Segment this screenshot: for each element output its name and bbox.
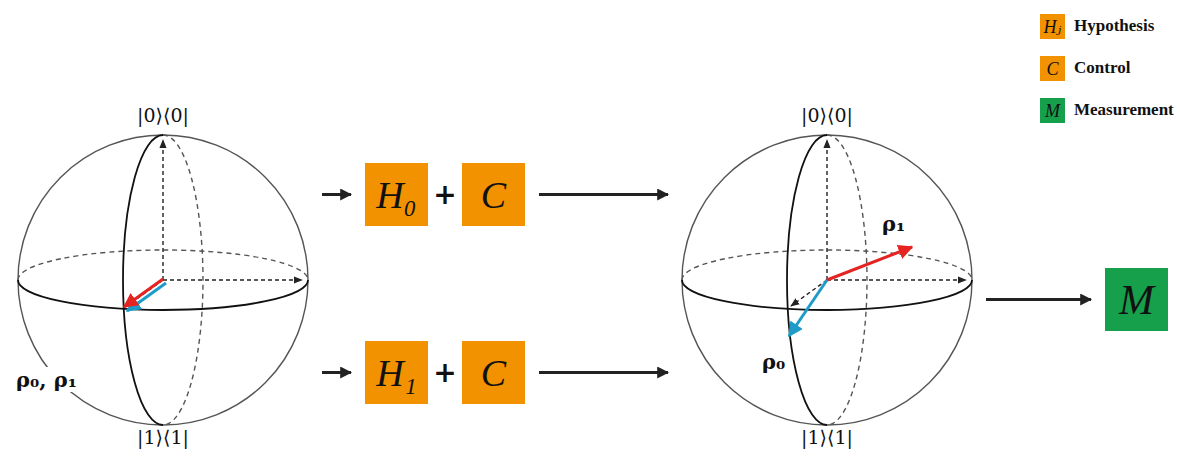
box-letter: C — [481, 176, 506, 214]
legend-row: Hⱼ Hypothesis — [1040, 14, 1154, 39]
control-box: C — [462, 163, 525, 226]
flow-arrow — [986, 298, 1091, 301]
bloch-sphere: |0⟩⟨0||1⟩⟨1|ρ₁ρ₀ — [682, 135, 972, 425]
legend-text: Hypothesis — [1074, 16, 1154, 36]
basis-label: |0⟩⟨0| — [799, 104, 855, 127]
legend-letter: C — [1046, 60, 1058, 78]
box-letter: H₁ — [376, 354, 417, 392]
legend-row: M Measurement — [1040, 98, 1174, 123]
meridian-back — [827, 135, 867, 425]
basis-label: |1⟩⟨1| — [799, 426, 855, 449]
legend-swatch: Hⱼ — [1040, 14, 1065, 39]
plus-sign: + — [433, 181, 456, 209]
meridian-front — [123, 135, 163, 425]
state-label: ρ₁ — [880, 211, 907, 236]
legend-swatch: M — [1040, 98, 1065, 123]
measurement-box: M — [1105, 268, 1168, 331]
bloch-sphere: |0⟩⟨0||1⟩⟨1|ρ₀, ρ₁ — [18, 135, 308, 425]
axis-line — [826, 140, 827, 280]
box-letter: H₀ — [376, 176, 417, 214]
state-label: ρ₀, ρ₁ — [14, 367, 79, 392]
control-box: C — [462, 341, 525, 404]
flow-arrow — [322, 193, 351, 196]
box-letter: M — [1119, 279, 1154, 321]
flow-arrow — [539, 371, 668, 374]
axis-line — [163, 279, 302, 280]
meridian-back — [163, 135, 203, 425]
axis-line — [162, 140, 163, 280]
legend-letter: M — [1045, 102, 1060, 120]
legend-swatch: C — [1040, 56, 1065, 81]
basis-label: |1⟩⟨1| — [135, 426, 191, 449]
state-vector — [827, 247, 912, 280]
plus-sign: + — [433, 359, 456, 387]
legend-text: Measurement — [1074, 100, 1174, 120]
sphere-outline — [682, 135, 972, 425]
state-vector — [127, 283, 166, 311]
hypothesis-box: H₀ — [365, 163, 428, 226]
legend-letter: Hⱼ — [1044, 18, 1062, 36]
legend-row: C Control — [1040, 56, 1130, 81]
meridian-front — [787, 135, 827, 425]
state-label: ρ₀ — [760, 349, 787, 374]
legend-text: Control — [1074, 58, 1130, 78]
equator-front — [682, 280, 972, 310]
box-letter: C — [481, 354, 506, 392]
hypothesis-box: H₁ — [365, 341, 428, 404]
state-vector — [789, 280, 827, 336]
state-vector — [124, 279, 163, 307]
axis-line — [827, 279, 966, 280]
flow-arrow — [539, 193, 668, 196]
right-sphere — [682, 135, 972, 425]
axis-line — [791, 280, 827, 306]
basis-label: |0⟩⟨0| — [135, 104, 191, 127]
flow-arrow — [322, 371, 351, 374]
equator-front — [18, 280, 308, 310]
